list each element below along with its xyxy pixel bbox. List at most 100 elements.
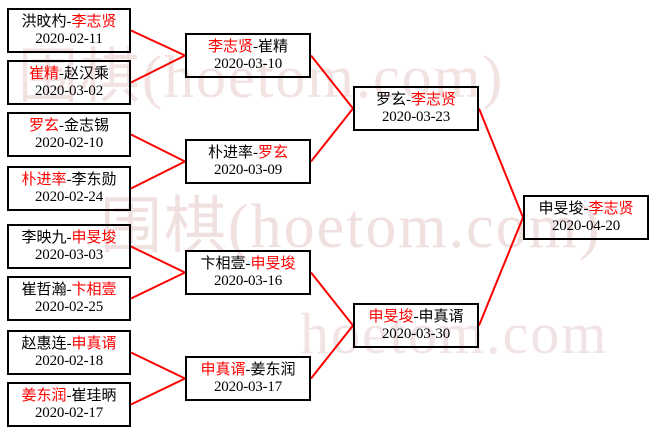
player-separator-r4m1: - [583, 201, 589, 218]
player-right-r1m2: 赵汉乘 [64, 66, 110, 83]
player-left-r3m2: 申旻埈 [368, 309, 414, 326]
player-right-r2m4: 姜东润 [250, 362, 296, 379]
connector-line [130, 377, 186, 406]
connector-line [310, 324, 354, 380]
player-right-r1m5: 申旻埈 [71, 230, 117, 247]
match-players-r2m3: 卞相壹-申旻埈 [200, 256, 295, 272]
player-right-r3m1: 李志贤 [411, 92, 457, 109]
match-date-r1m2: 2020-03-02 [35, 82, 103, 99]
match-players-r3m1: 罗玄-李志贤 [376, 92, 456, 108]
player-separator-r1m5: - [66, 230, 72, 247]
player-left-r1m2: 崔精 [28, 66, 59, 83]
connector-line [310, 271, 354, 327]
player-separator-r1m2: - [59, 66, 64, 83]
player-right-r2m1: 崔精 [258, 39, 289, 56]
player-left-r2m4: 申真谞 [200, 362, 246, 379]
connector-line [130, 29, 186, 57]
connector-line [130, 160, 186, 190]
player-separator-r3m2: - [413, 309, 419, 326]
match-players-r1m3: 罗玄-金志锡 [29, 118, 109, 134]
player-right-r2m3: 申旻埈 [250, 256, 296, 273]
player-separator-r1m1: - [66, 14, 72, 31]
match-date-r1m1: 2020-02-11 [35, 30, 103, 47]
match-date-r2m1: 2020-03-10 [214, 55, 282, 72]
match-players-r1m1: 洪旼杓-李志贤 [21, 14, 116, 30]
connector-line [130, 245, 186, 274]
player-left-r1m1: 洪旼杓 [21, 14, 67, 31]
match-players-r1m4: 朴进率-李东勋 [21, 172, 116, 188]
match-date-r2m4: 2020-03-17 [214, 378, 282, 395]
player-right-r2m2: 罗玄 [258, 145, 289, 162]
player-separator-r1m6: - [66, 282, 72, 299]
match-date-r1m5: 2020-03-03 [35, 246, 103, 263]
player-separator-r2m1: - [253, 39, 258, 56]
player-right-r3m2: 申真谞 [418, 309, 464, 326]
player-right-r4m1: 李志贤 [588, 201, 634, 218]
player-separator-r2m4: - [245, 362, 251, 379]
match-players-r1m5: 李映九-申旻埈 [21, 230, 116, 246]
player-left-r3m1: 罗玄 [375, 92, 406, 109]
player-separator-r1m3: - [59, 118, 64, 135]
connector-line [130, 271, 186, 300]
connector-line [310, 107, 354, 163]
match-date-r1m4: 2020-02-24 [35, 188, 103, 205]
player-separator-r1m4: - [66, 172, 72, 189]
match-players-r1m7: 赵惠连-申真谞 [21, 336, 116, 352]
connector-line [130, 54, 186, 84]
player-separator-r1m7: - [66, 336, 72, 353]
connector-line [130, 133, 186, 163]
match-date-r2m2: 2020-03-09 [214, 161, 282, 178]
match-players-r2m2: 朴进率-罗玄 [208, 145, 288, 161]
player-left-r2m3: 卞相壹 [200, 256, 246, 273]
player-left-r2m1: 李志贤 [207, 39, 253, 56]
match-players-r2m4: 申真谞-姜东润 [200, 362, 295, 378]
connector-line [478, 108, 524, 218]
match-date-r4m1: 2020-04-20 [552, 217, 620, 234]
match-players-r1m8: 姜东润-崔珪昞 [21, 388, 116, 404]
player-right-r1m1: 李志贤 [71, 14, 117, 31]
player-right-r1m4: 李东勋 [71, 172, 117, 189]
player-separator-r3m1: - [406, 92, 411, 109]
connector-line [130, 351, 186, 380]
match-players-r2m1: 李志贤-崔精 [208, 39, 288, 55]
player-right-r1m7: 申真谞 [71, 336, 117, 353]
match-date-r1m8: 2020-02-17 [35, 404, 103, 421]
player-right-r1m8: 崔珪昞 [71, 388, 117, 405]
match-players-r3m2: 申旻埈-申真谞 [368, 309, 463, 325]
connector-line [478, 217, 524, 326]
match-players-r1m6: 崔哲瀚-卞相壹 [21, 282, 116, 298]
match-date-r3m1: 2020-03-23 [382, 108, 450, 125]
match-date-r1m6: 2020-02-25 [35, 298, 103, 315]
match-date-r1m7: 2020-02-18 [35, 352, 103, 369]
match-date-r1m3: 2020-02-10 [35, 134, 103, 151]
player-left-r4m1: 申旻埈 [538, 201, 584, 218]
player-separator-r2m2: - [253, 145, 258, 162]
player-left-r1m7: 赵惠连 [21, 336, 67, 353]
player-left-r2m2: 朴进率 [207, 145, 253, 162]
player-separator-r1m8: - [66, 388, 72, 405]
player-left-r1m3: 罗玄 [28, 118, 59, 135]
player-left-r1m6: 崔哲瀚 [21, 282, 67, 299]
match-date-r2m3: 2020-03-16 [214, 272, 282, 289]
player-left-r1m4: 朴进率 [21, 172, 67, 189]
match-players-r1m2: 崔精-赵汉乘 [29, 66, 109, 82]
player-right-r1m3: 金志锡 [64, 118, 110, 135]
player-right-r1m6: 卞相壹 [71, 282, 117, 299]
